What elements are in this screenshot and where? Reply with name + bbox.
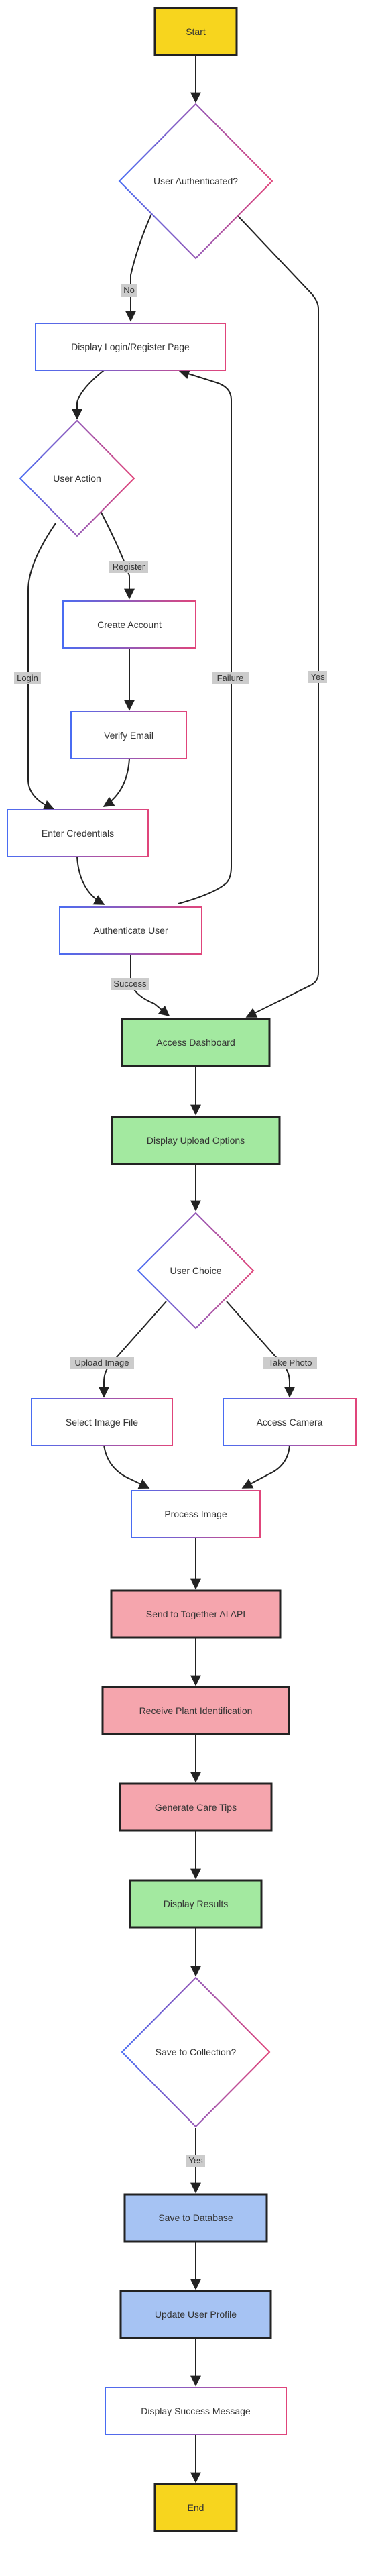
svg-text:Send to Together AI API: Send to Together AI API	[146, 1609, 245, 1619]
node-authenticate-user: Authenticate User	[59, 906, 202, 955]
edge-select-to-process	[103, 1444, 150, 1489]
svg-text:Display Login/Register Page: Display Login/Register Page	[71, 341, 190, 352]
edge-label-register: Register	[109, 561, 148, 573]
svg-text:Take Photo: Take Photo	[268, 1358, 312, 1368]
svg-text:Process Image: Process Image	[164, 1509, 227, 1519]
svg-text:Login: Login	[17, 673, 38, 683]
svg-text:Yes: Yes	[188, 2155, 203, 2165]
svg-text:Display Upload Options: Display Upload Options	[147, 1135, 245, 1146]
node-send-api: Send to Together AI API	[110, 1589, 282, 1639]
node-select-image: Select Image File	[31, 1398, 173, 1446]
edge-labels: No Yes Register Login Failure Success Up…	[14, 284, 327, 2167]
svg-text:Display Success Message: Display Success Message	[141, 2406, 251, 2416]
node-save-database: Save to Database	[123, 2193, 268, 2243]
edge-choice-upload	[99, 1301, 167, 1398]
svg-text:Select Image File: Select Image File	[66, 1417, 138, 1428]
svg-text:User Choice: User Choice	[170, 1265, 221, 1276]
edge-label-yes: Yes	[308, 671, 327, 683]
node-verify-email: Verify Email	[70, 711, 187, 759]
nodes: Start User Authenticated? Display Login/…	[7, 7, 357, 2532]
decision-user-action: User Action	[19, 419, 135, 537]
node-display-login: Display Login/Register Page	[35, 323, 226, 371]
svg-text:User Authenticated?: User Authenticated?	[153, 176, 238, 186]
svg-text:Access Camera: Access Camera	[257, 1417, 323, 1428]
edge-label-login: Login	[14, 672, 41, 684]
node-access-dashboard: Access Dashboard	[121, 1018, 271, 1067]
node-receive-id: Receive Plant Identification	[101, 1686, 290, 1735]
svg-text:No: No	[123, 285, 135, 295]
edge-label-save-yes: Yes	[186, 2155, 205, 2167]
svg-text:Success: Success	[113, 979, 147, 989]
node-enter-credentials: Enter Credentials	[7, 809, 149, 857]
node-update-profile: Update User Profile	[119, 2290, 272, 2339]
svg-text:Update User Profile: Update User Profile	[155, 2309, 237, 2320]
edge-auth-failure	[178, 368, 232, 904]
node-success-message: Display Success Message	[105, 2387, 287, 2435]
svg-text:Register: Register	[113, 561, 145, 572]
decision-save-collection: Save to Collection?	[121, 1976, 271, 2128]
edge-label-take-photo: Take Photo	[263, 1357, 317, 1369]
svg-text:End: End	[188, 2502, 204, 2513]
edge-verify-to-enter	[103, 758, 130, 807]
svg-text:Verify Email: Verify Email	[104, 730, 153, 741]
node-display-upload: Display Upload Options	[111, 1116, 281, 1165]
edge-label-success: Success	[111, 978, 149, 990]
edge-auth-yes	[237, 215, 319, 1018]
decision-user-authenticated: User Authenticated?	[118, 103, 273, 260]
svg-text:Failure: Failure	[217, 673, 244, 683]
edge-camera-to-process	[241, 1444, 290, 1489]
node-end: End	[153, 2483, 238, 2532]
svg-text:Save to Collection?: Save to Collection?	[156, 2047, 237, 2057]
svg-text:Create Account: Create Account	[97, 619, 162, 630]
node-create-account: Create Account	[62, 600, 196, 649]
svg-text:Enter Credentials: Enter Credentials	[42, 828, 114, 839]
svg-text:Upload Image: Upload Image	[75, 1358, 129, 1368]
edge-label-failure: Failure	[212, 672, 249, 684]
svg-text:Receive Plant Identification: Receive Plant Identification	[139, 1705, 253, 1716]
edge-action-register	[100, 511, 135, 600]
svg-text:User Action: User Action	[53, 473, 101, 484]
edge-display-to-action	[72, 370, 105, 420]
node-generate-tips: Generate Care Tips	[119, 1782, 273, 1832]
decision-user-choice: User Choice	[137, 1212, 255, 1330]
edges	[27, 55, 319, 2483]
node-process-image: Process Image	[131, 1490, 261, 1538]
edge-label-no: No	[121, 284, 137, 297]
node-access-camera: Access Camera	[223, 1398, 357, 1446]
svg-text:Start: Start	[186, 26, 206, 37]
node-display-results: Display Results	[129, 1879, 263, 1929]
edge-label-upload-image: Upload Image	[70, 1357, 134, 1369]
svg-text:Display Results: Display Results	[164, 1898, 228, 1909]
edge-enter-to-auth	[76, 856, 105, 905]
svg-text:Authenticate User: Authenticate User	[93, 925, 168, 936]
svg-text:Access Dashboard: Access Dashboard	[156, 1037, 235, 1048]
svg-text:Save to Database: Save to Database	[158, 2212, 233, 2223]
edge-choice-photo	[226, 1301, 295, 1398]
edge-action-login	[27, 523, 56, 810]
svg-text:Generate Care Tips: Generate Care Tips	[155, 1802, 237, 1813]
svg-text:Yes: Yes	[310, 672, 325, 682]
node-start: Start	[153, 7, 238, 56]
